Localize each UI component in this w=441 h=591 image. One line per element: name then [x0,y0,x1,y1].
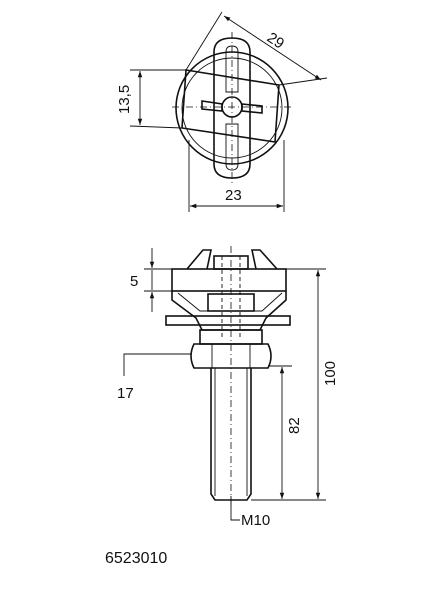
side-view-top-clips [186,249,278,270]
dim-label-23: 23 [225,187,242,204]
dim-label-82: 82 [286,417,303,434]
side-view-hex-nut [190,343,272,369]
side-view: 5 17 100 82 M10 [117,246,339,529]
dim-label-100: 100 [322,361,339,386]
article-number: 6523010 [105,550,167,567]
dim-label-5: 5 [130,273,138,290]
top-view-slot-lower [225,123,239,171]
side-view-head-block [171,268,287,292]
dim-label-29: 29 [264,29,287,52]
callout-label-17: 17 [117,385,134,402]
callout-leader-17 [123,353,192,376]
top-view-wing-nut [201,100,263,114]
side-view-washer [165,315,291,326]
top-view-rotated-plate [181,69,280,143]
dim-line-29 [223,15,322,81]
thread-leader-m10 [230,496,240,521]
top-view: 29 13,5 23 [116,11,328,212]
dim-label-13-5: 13,5 [116,85,133,114]
thread-label-m10: M10 [241,512,270,529]
